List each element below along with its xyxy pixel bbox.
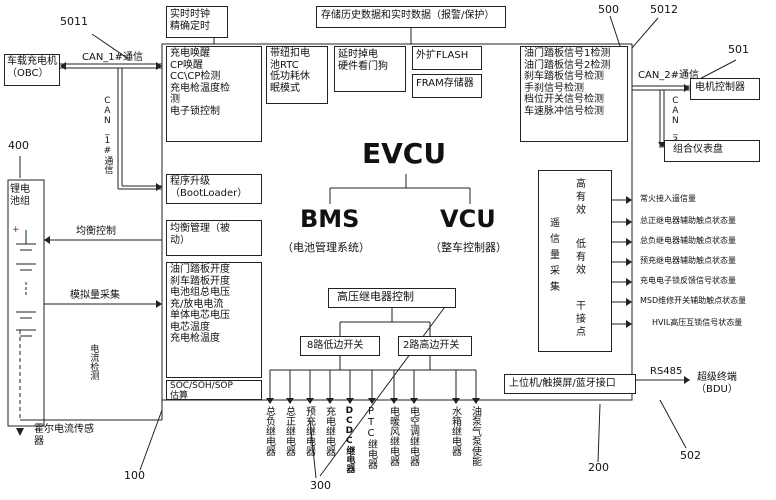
signal-0: 常火接入遥信量 <box>640 194 696 203</box>
signal-4: 充电电子锁反馈信号状态量 <box>640 276 736 285</box>
battery-label: 锂电 池组 <box>10 184 30 207</box>
bms-title: BMS <box>300 205 360 233</box>
output-6: 电暖风继电器 <box>387 406 399 466</box>
signal-1: 总正继电器辅助触点状态量 <box>640 216 736 225</box>
soc-box: SOC/SOH/SOP 估算 <box>166 380 262 401</box>
flash-box: 外扩FLASH <box>412 46 482 70</box>
obc-box: 车载充电机 （OBC） <box>4 54 60 86</box>
balance-mgmt-box: 均衡管理（被 动） <box>166 220 262 256</box>
can2-label: CAN_2#通信 <box>638 70 700 81</box>
low-side-box: 8路低边开关 <box>300 336 380 356</box>
callout-100: 100 <box>124 469 145 482</box>
vcu-title: VCU <box>440 205 496 233</box>
rs485-label: RS485 <box>650 366 683 377</box>
plus-icon: + <box>12 225 20 235</box>
fram-box: FRAM存储器 <box>412 74 482 98</box>
output-1: 总正继电器 <box>283 406 295 456</box>
output-7: 电空调继电器 <box>407 406 419 466</box>
output-5: PTC继电器 <box>365 406 377 469</box>
hall-sensor-label: 霍尔电流传感 器 <box>34 424 94 447</box>
vcu-subtitle: （整车控制器） <box>430 241 507 254</box>
motor-controller-box: 电机控制器 <box>690 78 760 100</box>
can3-vertical-label: CAN_3# <box>670 96 681 156</box>
output-9: 油泵气泵使能 <box>469 406 481 466</box>
bms-subtitle: （电池管理系统） <box>282 241 370 254</box>
high-side-box: 2路高边开关 <box>398 336 472 356</box>
output-4: DCDC继电器 <box>344 406 355 473</box>
output-8: 水箱继电器 <box>449 406 461 456</box>
inputs-box: 油门踏板信号1检测 油门踏板信号2检测 刹车踏板信号检测 手刹信号检测 档位开关… <box>520 46 628 142</box>
callout-501: 501 <box>728 43 749 56</box>
battery-symbol <box>7 179 45 427</box>
callout-200: 200 <box>588 461 609 474</box>
callout-5012: 5012 <box>650 3 678 16</box>
callout-5011: 5011 <box>60 15 88 28</box>
callout-502: 502 <box>680 449 701 462</box>
rtc-lowpower-box: 带纽扣电 池RTC 低功耗休 眠模式 <box>266 46 328 104</box>
signal-3: 预充继电器辅助触点状态量 <box>640 256 736 265</box>
callout-300: 300 <box>310 479 331 492</box>
remote-signal-lo: 低 有 效 <box>576 239 586 276</box>
remote-signal-box <box>538 170 612 352</box>
output-0: 总负继电器 <box>263 406 275 456</box>
can1-vertical-label: CAN_1#通信 <box>102 96 113 174</box>
storage-box: 存储历史数据和实时数据（报警/保护） <box>316 6 506 28</box>
powerloss-box: 延时掉电 硬件看门狗 <box>334 46 406 92</box>
bootloader-box: 程序升级 （BootLoader） <box>166 174 262 204</box>
balance-label: 均衡控制 <box>76 226 116 237</box>
evcu-title: EVCU <box>362 137 447 170</box>
remote-signal-title: 遥 信 量 采 集 <box>550 218 560 293</box>
rtc-box: 实时时钟 精确定时 <box>166 6 228 38</box>
remote-signal-dry: 干 接 点 <box>576 301 586 338</box>
output-3: 充电继电器 <box>323 406 335 456</box>
output-2: 预充继电器 <box>303 406 315 456</box>
callout-400: 400 <box>8 139 29 152</box>
signal-5: MSD维修开关辅助触点状态量 <box>640 296 747 305</box>
remote-signal-hi: 高 有 效 <box>576 179 586 216</box>
bdu-label: 超级终端 （BDU） <box>696 372 738 395</box>
charge-box: 充电唤醒 CP唤醒 CC\CP检测 充电枪温度检 测 电子锁控制 <box>166 46 262 142</box>
analog-box: 油门踏板开度 刹车踏板开度 电池组总电压 充/放电电流 单体电芯电压 电芯温度 … <box>166 262 262 378</box>
signal-2: 总负继电器辅助触点状态量 <box>640 236 736 245</box>
instrument-box: 组合仪表盘 <box>664 140 760 162</box>
analog-label: 模拟量采集 <box>70 290 120 301</box>
hv-relay-box: 高压继电器控制 <box>328 288 456 308</box>
current-detect-label: 电流检测 <box>88 344 99 380</box>
comm-interface-box: 上位机/触摸屏/蓝牙接口 <box>504 374 636 394</box>
signal-6: HVIL高压互锁信号状态量 <box>652 318 743 327</box>
can1-label: CAN_1#通信 <box>82 52 144 63</box>
callout-500: 500 <box>598 3 619 16</box>
